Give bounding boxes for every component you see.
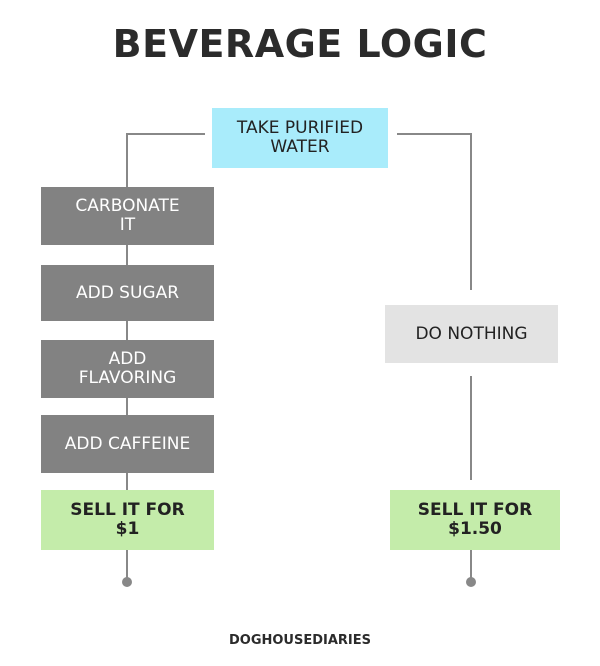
end-node-sell-1-50: SELL IT FOR $1.50: [390, 490, 560, 550]
node-label: DO NOTHING: [415, 323, 528, 344]
node-label: CARBONATE: [75, 196, 180, 216]
step-node-add-sugar: ADD SUGAR: [41, 265, 214, 321]
step-node-do-nothing: DO NOTHING: [385, 305, 558, 363]
endpoint-left: [122, 577, 132, 587]
node-label: SELL IT FOR: [70, 500, 185, 520]
endpoint-right: [466, 577, 476, 587]
step-node-add-flavoring: ADD FLAVORING: [41, 340, 214, 398]
step-node-carbonate: CARBONATE IT: [41, 187, 214, 245]
step-node-add-caffeine: ADD CAFFEINE: [41, 415, 214, 473]
connector-left-top: [126, 133, 205, 187]
credit-text: DOGHOUSEDIARIES: [228, 633, 372, 648]
start-node-take-purified-water: TAKE PURIFIED WATER: [212, 108, 388, 168]
diagram-title: BEVERAGE LOGIC: [112, 22, 488, 66]
node-label: $1.50: [448, 519, 502, 539]
node-label: $1: [115, 519, 140, 539]
node-label: TAKE PURIFIED: [236, 118, 364, 138]
node-label: SELL IT FOR: [417, 500, 533, 520]
node-label: WATER: [270, 137, 330, 157]
node-label: IT: [119, 215, 136, 235]
node-label: FLAVORING: [78, 368, 177, 388]
node-label: ADD SUGAR: [75, 282, 180, 303]
connector-right-top: [397, 133, 472, 290]
node-label: ADD CAFFEINE: [64, 433, 191, 454]
node-label: ADD: [108, 349, 147, 369]
end-node-sell-1: SELL IT FOR $1: [41, 490, 214, 550]
